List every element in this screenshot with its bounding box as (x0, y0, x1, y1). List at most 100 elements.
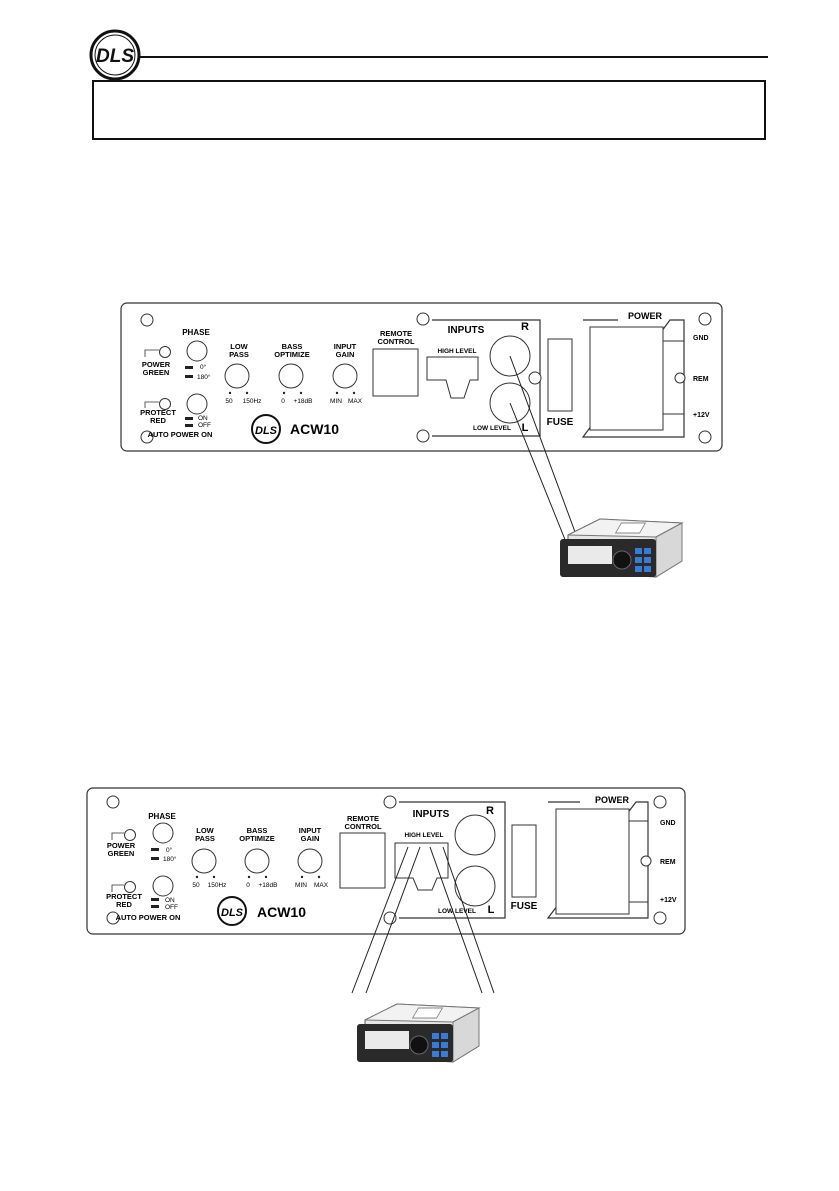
speaker-wire (429, 846, 483, 994)
input-r-label: R (486, 805, 494, 817)
gnd-label: GND (693, 335, 709, 342)
inputs-screw (416, 312, 430, 326)
gain-max: MAX (348, 398, 363, 405)
power-block-label: POWER (628, 311, 663, 321)
bass-label: BASS (282, 342, 303, 351)
inputs-label: INPUTS (448, 325, 485, 336)
protect-led (124, 881, 136, 893)
gain-knob (332, 363, 358, 389)
bass-max: +18dB (259, 882, 278, 889)
auto-off: OFF (165, 904, 178, 911)
bass-label: BASS (247, 826, 268, 835)
mount-hole (653, 911, 667, 925)
speaker-wire (442, 846, 495, 994)
remote-label: REMOTE (380, 329, 412, 338)
gain-label: INPUT (334, 342, 357, 351)
header-rule (138, 56, 768, 58)
power-led (159, 346, 171, 358)
low-pass-label-2: PASS (195, 834, 215, 843)
bass-min: 0 (246, 882, 250, 889)
gain-max: MAX (314, 882, 329, 889)
phase-label: PHASE (148, 812, 176, 821)
bass-label-2: OPTIMIZE (274, 350, 309, 359)
mount-hole (698, 430, 712, 444)
fuse-label: FUSE (511, 901, 538, 912)
gain-label-2: GAIN (336, 350, 355, 359)
low-level-label: LOW LEVEL (438, 908, 476, 915)
bass-label-2: OPTIMIZE (239, 834, 274, 843)
high-level-label: HIGH LEVEL (404, 832, 443, 839)
rca-l-jack (454, 865, 496, 907)
bass-knob (278, 363, 304, 389)
low-pass-knob (191, 848, 217, 874)
gain-label: INPUT (299, 826, 322, 835)
power-block-label: POWER (595, 795, 630, 805)
phase-180: 180° (163, 855, 177, 863)
rca-cable-r (509, 355, 579, 541)
protect-color: RED (150, 416, 166, 425)
auto-power-label: AUTO POWER ON (148, 430, 213, 439)
remote-label-2: CONTROL (377, 337, 414, 346)
lp-min: 50 (225, 398, 233, 405)
mount-hole (106, 795, 120, 809)
lp-min: 50 (192, 882, 200, 889)
model-logo-text: DLS (255, 425, 278, 437)
gnd-label: GND (660, 820, 676, 827)
remote-port (372, 348, 419, 397)
amplifier-panel-high-level-diagram: POWER GREEN PROTECT RED PHASE 0° 180° ON… (86, 787, 686, 1063)
power-terminal-block (589, 326, 664, 431)
mount-hole (653, 795, 667, 809)
power-color: GREEN (143, 368, 170, 377)
mount-hole (106, 911, 120, 925)
head-unit-radio (357, 1003, 481, 1063)
gain-label-2: GAIN (301, 834, 320, 843)
speaker-wire (351, 846, 409, 994)
rem-label: REM (660, 859, 676, 866)
logo-text: DLS (96, 46, 134, 67)
plus12v-label: +12V (693, 412, 710, 419)
high-level-connector (426, 356, 479, 399)
model-logo (217, 896, 247, 926)
low-pass-label-2: PASS (229, 350, 249, 359)
power-terminal-block (555, 808, 630, 915)
remote-label: REMOTE (347, 814, 379, 823)
speaker-wire (365, 846, 421, 994)
protect-label: PROTECT (140, 408, 176, 417)
mount-hole (698, 312, 712, 326)
low-pass-label: LOW (196, 826, 214, 835)
rem-label: REM (693, 376, 709, 383)
high-level-label: HIGH LEVEL (437, 348, 476, 355)
power-color: GREEN (108, 849, 135, 858)
gain-min: MIN (330, 398, 342, 405)
auto-power-label: AUTO POWER ON (116, 913, 181, 922)
lp-max: 150Hz (208, 882, 227, 889)
bass-max: +18dB (294, 398, 313, 405)
low-level-label: LOW LEVEL (473, 425, 511, 432)
protect-color: RED (116, 900, 132, 909)
power-label: POWER (142, 360, 171, 369)
bass-min: 0 (281, 398, 285, 405)
gain-min: MIN (295, 882, 307, 889)
phase-label: PHASE (182, 328, 210, 337)
gain-knob (297, 848, 323, 874)
inputs-screw (383, 795, 397, 809)
rca-cable-l (509, 402, 567, 543)
protect-led (159, 398, 171, 410)
lp-max: 150Hz (243, 398, 262, 405)
phase-180: 180° (197, 373, 211, 381)
model-logo (251, 414, 281, 444)
head-unit-radio (560, 518, 684, 578)
plus12v-label: +12V (660, 897, 677, 904)
auto-power-switch (152, 875, 174, 897)
bass-knob (244, 848, 270, 874)
phase-switch (186, 340, 208, 362)
remote-label-2: CONTROL (344, 822, 381, 831)
phase-switch (152, 822, 174, 844)
auto-on: ON (198, 415, 208, 422)
auto-off: OFF (198, 422, 211, 429)
protect-label: PROTECT (106, 892, 142, 901)
fuse-label: FUSE (547, 417, 574, 428)
input-l-label: L (522, 422, 529, 434)
low-pass-label: LOW (230, 342, 248, 351)
model-name: ACW10 (257, 904, 306, 920)
